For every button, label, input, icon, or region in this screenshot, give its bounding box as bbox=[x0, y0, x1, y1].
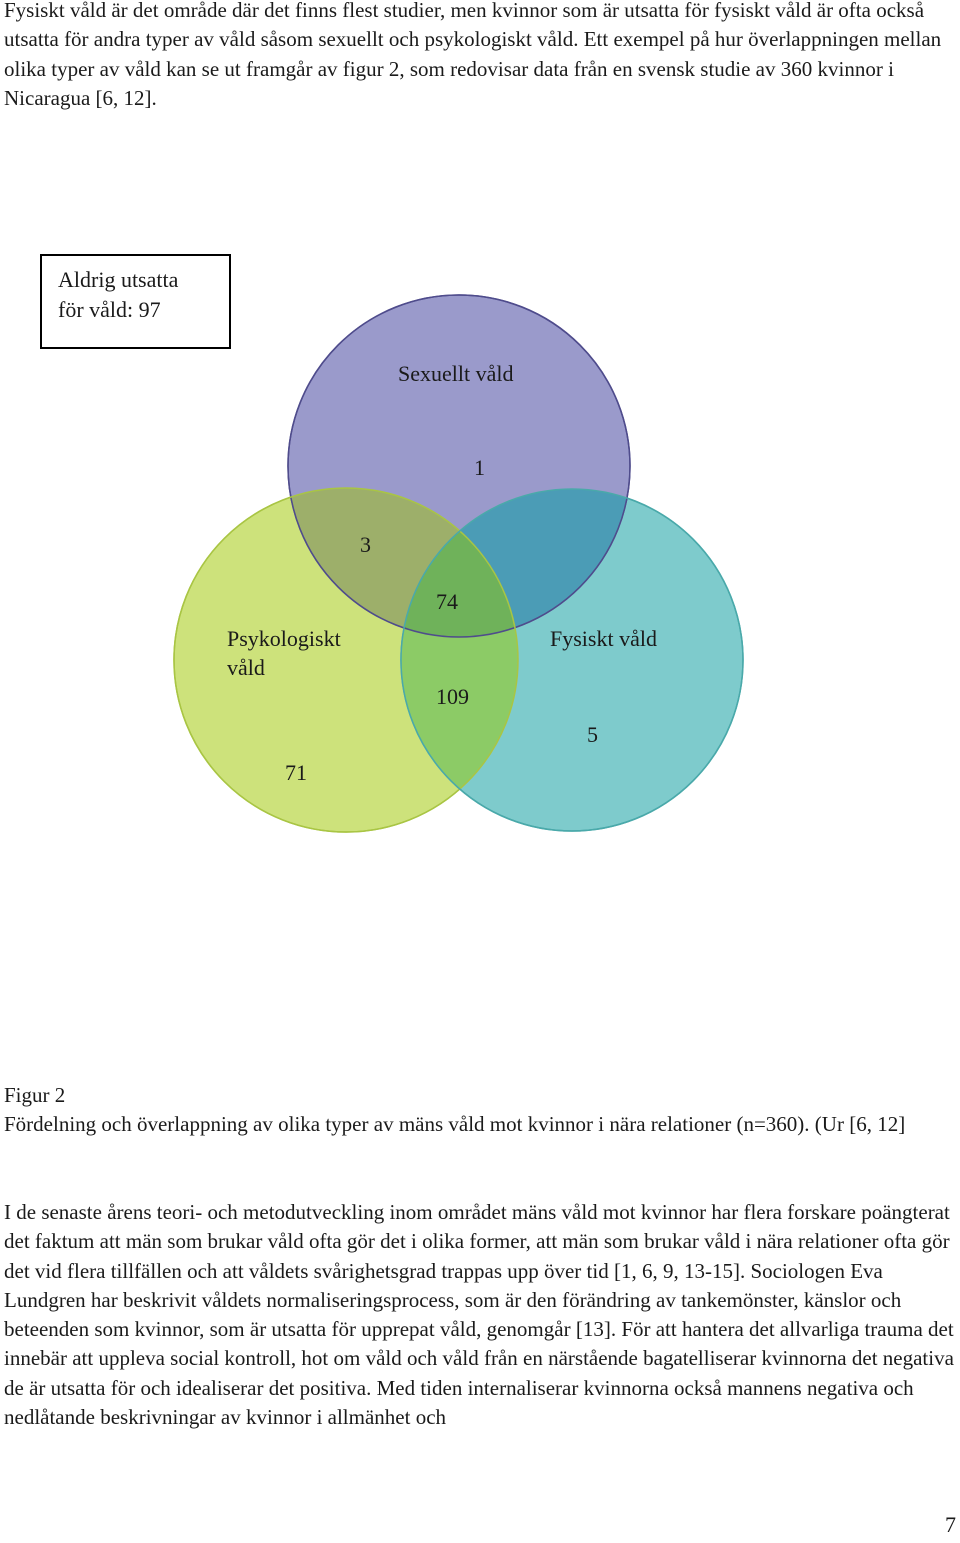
never-exposed-line2: för våld: 97 bbox=[58, 297, 161, 322]
overlap-all-three bbox=[401, 489, 518, 637]
never-exposed-box: Aldrig utsatta för våld: 97 bbox=[40, 254, 231, 349]
value-sexual-psychological: 3 bbox=[360, 532, 371, 557]
label-physical: Fysiskt våld bbox=[550, 626, 657, 651]
label-psychological-line1: Psykologiskt bbox=[227, 626, 341, 651]
page-number: 7 bbox=[945, 1512, 956, 1537]
value-psychological-only: 71 bbox=[285, 760, 307, 785]
intro-paragraph: Fysiskt våld är det område där det finns… bbox=[4, 0, 942, 110]
value-all-three: 74 bbox=[436, 589, 458, 614]
figure-caption: Figur 2 Fördelning och överlappning av o… bbox=[4, 1081, 958, 1140]
venn-diagram: Sexuellt våld Psykologiskt våld Fysiskt … bbox=[173, 294, 744, 833]
never-exposed-line1: Aldrig utsatta bbox=[58, 267, 179, 292]
figure-caption-text: Fördelning och överlappning av olika typ… bbox=[4, 1112, 906, 1137]
figure-label: Figur 2 bbox=[4, 1083, 66, 1107]
label-psychological-line2: våld bbox=[227, 655, 265, 680]
value-sexual-only: 1 bbox=[474, 455, 485, 480]
value-physical-only: 5 bbox=[587, 722, 598, 747]
value-psychological-physical: 109 bbox=[436, 684, 469, 709]
label-sexual: Sexuellt våld bbox=[398, 361, 513, 386]
body-paragraph: I de senaste årens teori- och metodutvec… bbox=[4, 1200, 954, 1430]
